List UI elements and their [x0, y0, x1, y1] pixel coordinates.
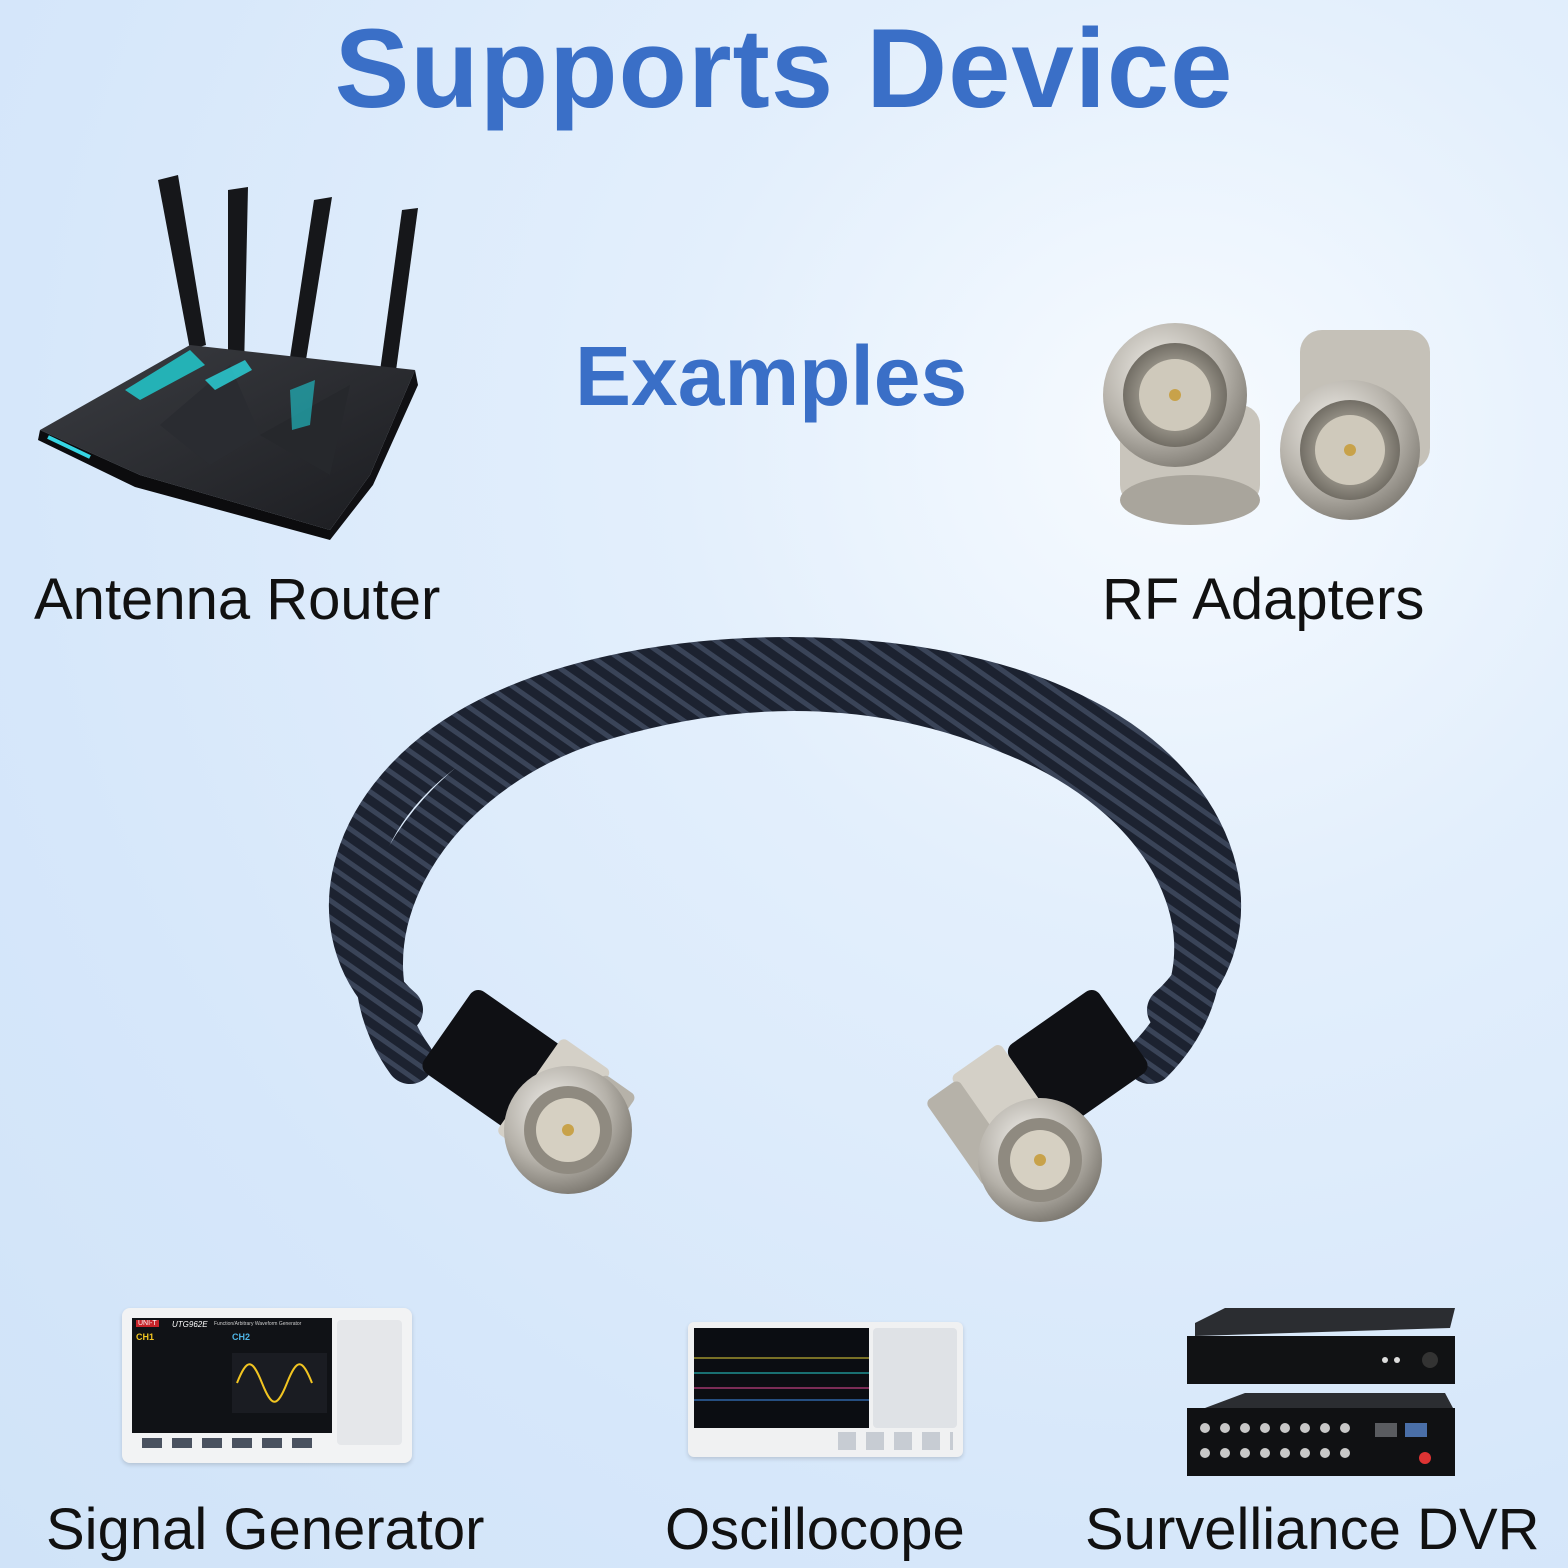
generator-keypad	[337, 1320, 402, 1445]
device-label-signal-generator: Signal Generator	[46, 1497, 485, 1562]
oscilloscope-screen	[694, 1328, 869, 1428]
generator-ch2: CH2	[232, 1332, 251, 1342]
generator-buttons	[142, 1438, 322, 1448]
subhead: Examples	[575, 329, 968, 423]
generator-brand: UNI-T	[136, 1320, 159, 1327]
generator-screen: UNI-T UTG962E Function/Arbitrary Wavefor…	[132, 1318, 332, 1433]
oscilloscope-icon	[688, 1322, 963, 1457]
generator-subtitle: Function/Arbitrary Waveform Generator	[214, 1321, 302, 1327]
headline: Supports Device	[334, 6, 1234, 131]
waveform-icon	[232, 1353, 327, 1413]
oscilloscope-controls	[873, 1328, 957, 1428]
device-label-rf-adapters: RF Adapters	[1102, 567, 1425, 632]
oscilloscope-probes	[838, 1432, 953, 1450]
generator-ch1: CH1	[136, 1332, 155, 1342]
router-icon	[38, 175, 418, 540]
device-label-antenna-router: Antenna Router	[34, 567, 441, 632]
generator-model: UTG962E	[172, 1320, 208, 1329]
device-label-oscilloscope: Oscillocope	[665, 1497, 965, 1562]
bnc-adapter-icon	[1103, 323, 1430, 525]
device-label-dvr: Survelliance DVR	[1085, 1497, 1540, 1562]
dvr-icon	[1187, 1308, 1455, 1476]
signal-generator-icon: UNI-T UTG962E Function/Arbitrary Wavefor…	[122, 1308, 412, 1463]
bnc-cable-icon	[329, 637, 1241, 1222]
